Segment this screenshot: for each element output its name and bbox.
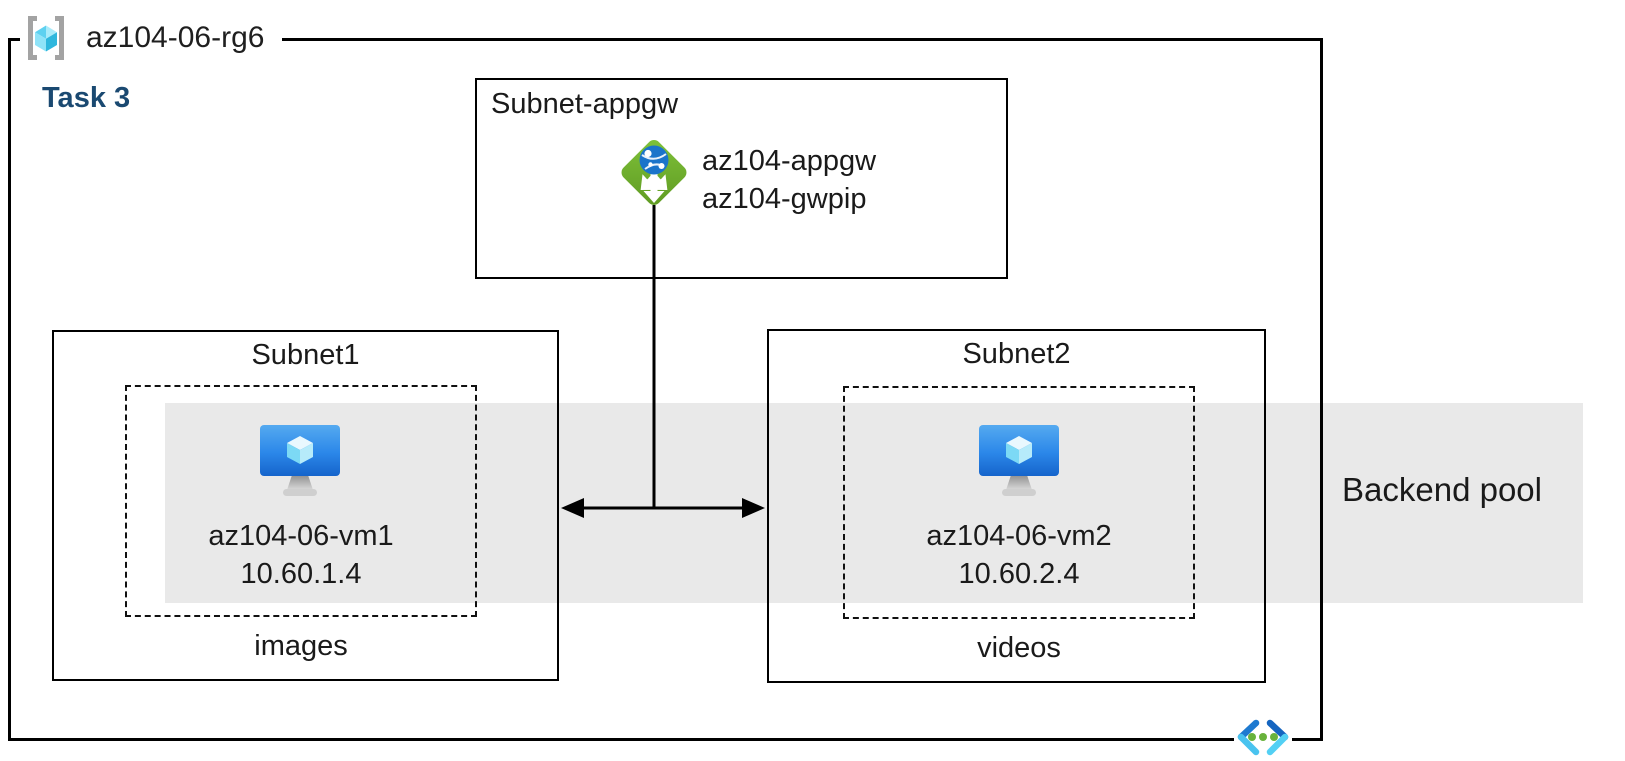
appgw-pip-name: az104-gwpip	[702, 183, 867, 215]
resource-group-box	[8, 38, 1323, 741]
subnet2-label: Subnet2	[962, 338, 1071, 370]
subnet1-caption: images	[254, 630, 348, 662]
virtual-network-icon	[1234, 719, 1292, 756]
vm2-ip: 10.60.2.4	[958, 558, 1080, 590]
subnet-appgw-box: Subnet-appgw	[475, 78, 1008, 279]
resource-group-header: az104-06-rg6	[20, 10, 283, 66]
subnet2-backend-dashed-box	[843, 386, 1195, 619]
vm1-info: az104-06-vm1 10.60.1.4	[141, 517, 461, 593]
subnet1-backend-dashed-box	[125, 385, 477, 617]
virtual-machine-icon	[260, 425, 340, 496]
resource-group-icon	[28, 16, 64, 60]
subnet-appgw-label: Subnet-appgw	[491, 88, 679, 120]
resource-group-label: az104-06-rg6	[86, 21, 265, 54]
backend-pool-label: Backend pool	[1342, 471, 1542, 508]
vm1-name: az104-06-vm1	[208, 520, 394, 552]
appgw-names: az104-appgw az104-gwpip	[702, 142, 876, 218]
subnet2-caption: videos	[977, 632, 1061, 664]
backend-pool-band	[165, 403, 1583, 603]
subnet1-box: Subnet1	[52, 330, 559, 681]
vm2-name: az104-06-vm2	[926, 520, 1112, 552]
subnet1-label: Subnet1	[251, 339, 360, 371]
application-gateway-icon	[621, 140, 687, 205]
task-label: Task 3	[42, 82, 131, 114]
virtual-machine-icon	[979, 425, 1059, 496]
appgw-name: az104-appgw	[702, 145, 877, 177]
subnet2-box: Subnet2	[767, 329, 1266, 683]
vm1-ip: 10.60.1.4	[240, 558, 362, 590]
vm2-info: az104-06-vm2 10.60.2.4	[859, 517, 1179, 593]
